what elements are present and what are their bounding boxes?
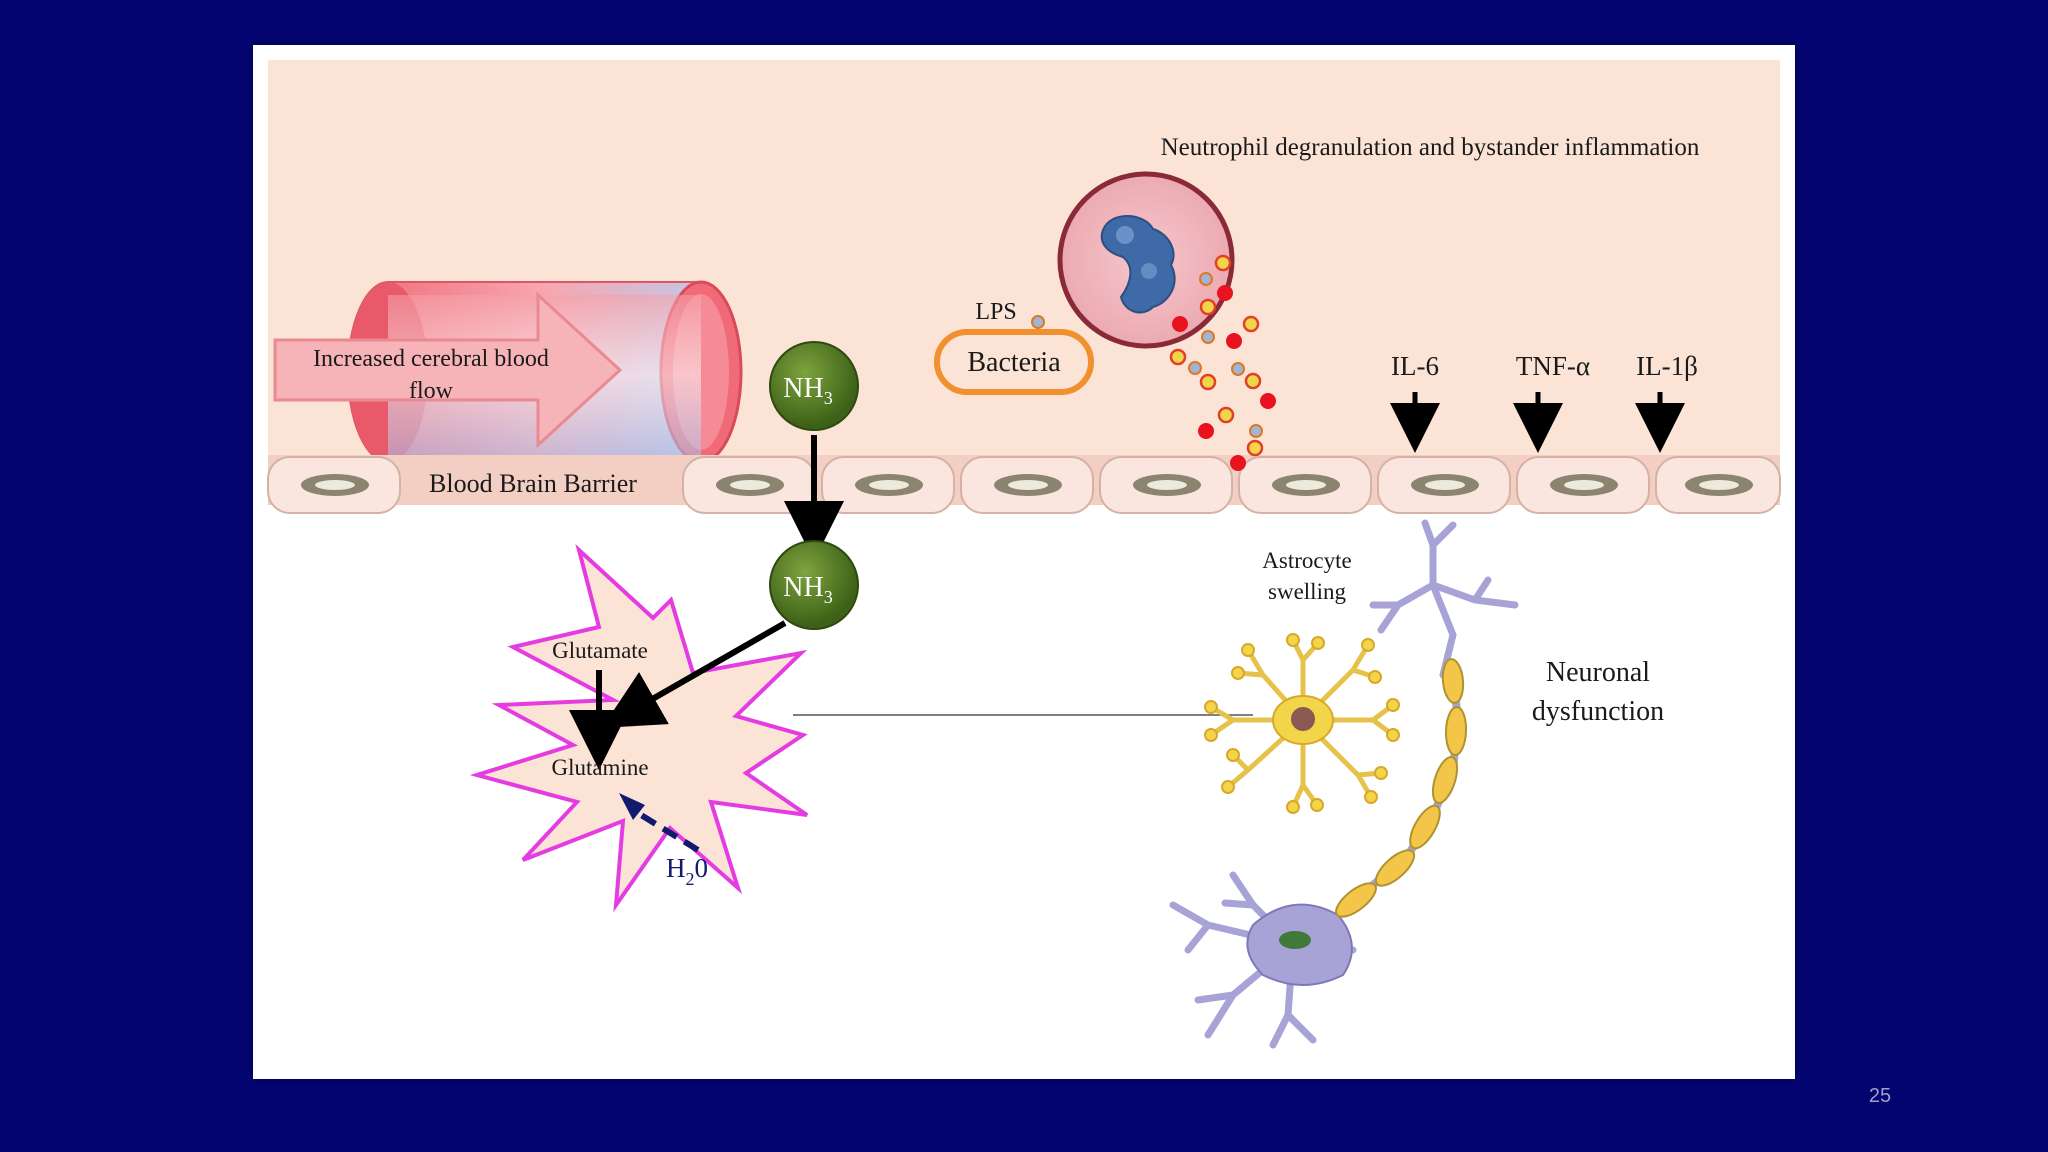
astrocyte-label-line1: Astrocyte: [1262, 548, 1351, 573]
endothelial-cell: [1238, 456, 1372, 514]
cytokine-il6-label: IL-6: [1391, 351, 1439, 381]
cytokine-il1b-label: IL-1β: [1636, 351, 1698, 381]
glutamine-label: Glutamine: [551, 755, 648, 780]
neuron-label-line2: dysfunction: [1532, 696, 1664, 727]
lps-label: LPS: [975, 299, 1016, 325]
water-influx-arrow: [631, 807, 700, 853]
astrocyte-nucleus: [1291, 707, 1315, 731]
water-label: H20: [666, 853, 708, 889]
endothelial-cell: [1099, 456, 1233, 514]
blood-flow-label-line1: Increased cerebral blood: [313, 346, 549, 372]
endothelial-cell: [960, 456, 1094, 514]
astrocyte-endfeet: [1204, 633, 1400, 814]
nh3-brain: NH3: [769, 540, 859, 630]
bacteria-label: Bacteria: [967, 347, 1061, 378]
svg-text:NH3: NH3: [783, 572, 832, 607]
endothelial-cell: [821, 456, 955, 514]
endothelial-cell: [682, 456, 816, 514]
astrocyte-starburst: [469, 543, 809, 913]
lps-particle: [1031, 315, 1045, 329]
water-arrowhead: [619, 793, 645, 820]
nh3-blood: NH3: [769, 341, 859, 431]
endothelial-cell: [1516, 456, 1650, 514]
neuron-label-line1: Neuronal: [1546, 657, 1650, 688]
endothelial-cell: [1377, 456, 1511, 514]
astrocyte-label-line2: swelling: [1268, 579, 1346, 604]
endothelial-cell: [267, 456, 401, 514]
blood-flow-label-line2: flow: [409, 378, 454, 404]
endothelial-cell: [1655, 456, 1781, 514]
neutrophil-cell: [1057, 171, 1235, 349]
page-number: 25: [1868, 1085, 1892, 1107]
cytokine-tnf-label: TNF-α: [1516, 351, 1590, 381]
degranulation-particles: [1169, 254, 1276, 471]
svg-text:NH3: NH3: [783, 373, 832, 408]
blood-flow-arrow: [273, 291, 623, 449]
glutamate-label: Glutamate: [552, 638, 648, 663]
bacteria-cell: [934, 329, 1094, 395]
neutrophil-title: Neutrophil degranulation and bystander i…: [1161, 134, 1700, 161]
myelin-sheath: [1335, 658, 1468, 918]
nh3-to-glutamine-arrow: [601, 620, 787, 728]
slide-card: Increased cerebral blood flow: [253, 45, 1795, 1079]
pathophysiology-diagram: Increased cerebral blood flow: [267, 60, 1781, 1049]
bbb-label: Blood Brain Barrier: [429, 469, 637, 498]
